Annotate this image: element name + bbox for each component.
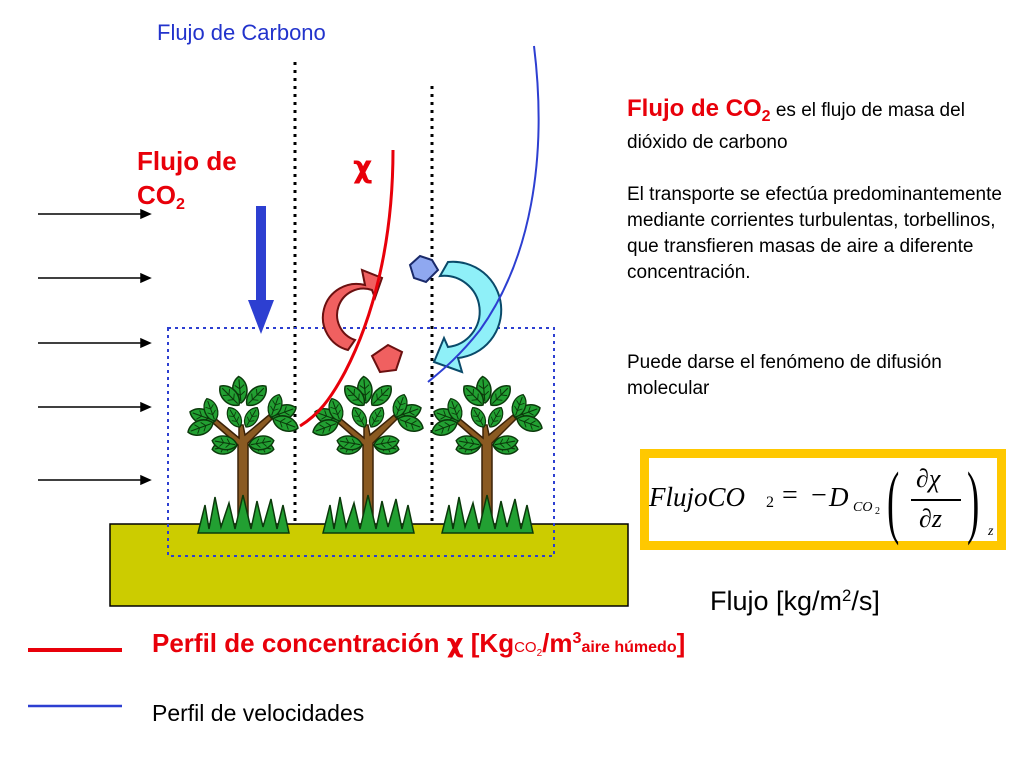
legend-velocity: Perfil de velocidades: [152, 700, 365, 726]
description-p2: El transporte se efectúa predominantemen…: [627, 184, 1002, 283]
flux-units: Flujo [kg/m2/s]: [710, 586, 880, 617]
tree-right: [430, 376, 545, 533]
eddy-red-arrow: [321, 268, 404, 374]
description-p1: Flujo de CO2 es el flujo de masa del dió…: [627, 95, 965, 153]
formula: FlujoCO 2 = − D CO 2 ( ∂χ ∂z ) z: [649, 455, 997, 546]
flux-down-arrow: [248, 206, 274, 334]
diagram-title: Flujo de Carbono: [157, 20, 326, 45]
flux-label: Flujo de CO2: [137, 144, 237, 221]
concentration-profile-curve: [299, 149, 395, 428]
chi-label: χ: [353, 150, 373, 185]
canopy-box: [167, 327, 555, 557]
formula-box: FlujoCO 2 = − D CO 2 ( ∂χ ∂z ) z: [640, 449, 1006, 550]
description-p3: Puede darse el fenómeno de difusión mole…: [627, 352, 942, 399]
flux-label-line1: Flujo de: [137, 146, 237, 176]
ground: [109, 523, 629, 607]
flux-label-line2: CO2: [137, 180, 185, 213]
legend-concentration: Perfil de concentración χ [KgCO2/m3aire …: [152, 628, 686, 659]
wind-arrows: [38, 208, 152, 486]
velocity-profile-curve: [427, 45, 540, 383]
tree-left: [186, 376, 301, 533]
eddy-cyan-arrow: [408, 254, 503, 374]
